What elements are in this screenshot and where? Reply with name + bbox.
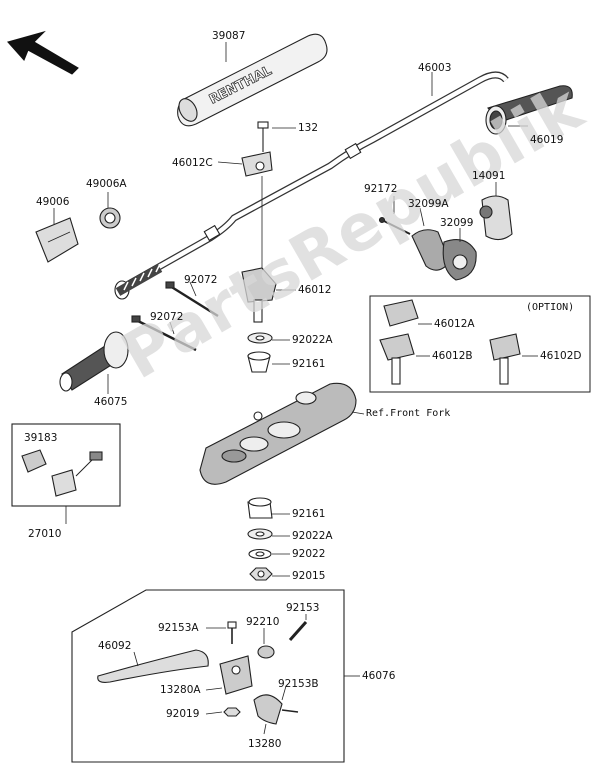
clamp-13280 [253,694,283,725]
option-box-title: (OPTION) [526,302,575,313]
throttle-cover-14091 [479,195,513,241]
leader-lines [53,42,538,735]
label-92022a-lower: 92022A [292,530,333,542]
label-14091: 14091 [472,170,506,182]
clamp-bolt-132 [257,121,269,152]
label-46012b: 46012B [432,350,473,362]
option-holder-46012a [383,299,419,327]
label-46075: 46075 [94,396,128,408]
throttle-grip [485,85,573,135]
collar-92210 [257,645,275,659]
bolt-92153 [288,621,308,641]
label-92153b: 92153B [278,678,319,690]
label-39183: 39183 [24,432,58,444]
nut-92015 [249,567,273,581]
label-32099a: 32099A [408,198,449,210]
bolt-92153b [281,709,299,713]
label-13280: 13280 [248,738,282,750]
label-46019: 46019 [530,134,564,146]
label-39087: 39087 [212,30,246,42]
option-box [369,295,591,393]
option-holder-46102d [489,333,521,385]
label-92019: 92019 [166,708,200,720]
label-92022a-upper: 92022A [292,334,333,346]
label-92015: 92015 [292,570,326,582]
label-49006a: 49006A [86,178,127,190]
left-cover-49006 [35,217,79,263]
option-holder-46012b [379,333,415,385]
label-46092: 46092 [98,640,132,652]
label-46012: 46012 [298,284,332,296]
label-92172: 92172 [364,183,398,195]
washer-92022 [248,548,272,560]
cable-tie-lower [131,315,197,352]
label-27010: 27010 [28,528,62,540]
switch-39183 [21,449,103,497]
washer-lower-92022a [247,528,273,540]
ref-front-fork-label: Ref.Front Fork [366,408,451,419]
label-92161-upper: 92161 [292,358,326,370]
label-46003: 46003 [418,62,452,74]
switch-housing-32099 [442,239,477,281]
collar-lower-92161 [247,497,273,519]
nut-92019 [223,707,241,717]
collar-upper-92161 [247,351,271,373]
lever-holder-13280a [219,655,253,695]
front-direction-arrow-icon [7,30,79,75]
label-92210: 92210 [246,616,280,628]
label-46076: 46076 [362,670,396,682]
label-92153: 92153 [286,602,320,614]
cable-tie-upper [165,281,219,318]
collar-49006a [99,207,121,229]
label-132: 132 [298,122,319,134]
left-grip [59,331,129,392]
clutch-lever-46092 [97,649,209,683]
handlebar-pad: RENTHAL [177,33,328,127]
bolt-92153a [227,621,237,644]
label-32099: 32099 [440,217,474,229]
label-46102d: 46102D [540,350,582,362]
label-92072-lower: 92072 [150,311,184,323]
label-92153a: 92153A [158,622,199,634]
upper-triple-clamp [199,382,365,485]
handlebar [114,71,509,300]
label-13280a: 13280A [160,684,201,696]
label-49006: 49006 [36,196,70,208]
handlebar-holder [241,267,277,323]
upper-clamp [241,151,273,177]
label-46012a: 46012A [434,318,475,330]
washer-upper-92022a [247,332,273,344]
label-46012c: 46012C [172,157,213,169]
screw-92172 [378,216,411,235]
label-92022: 92022 [292,548,326,560]
label-92072-upper: 92072 [184,274,218,286]
label-92161-lower: 92161 [292,508,326,520]
